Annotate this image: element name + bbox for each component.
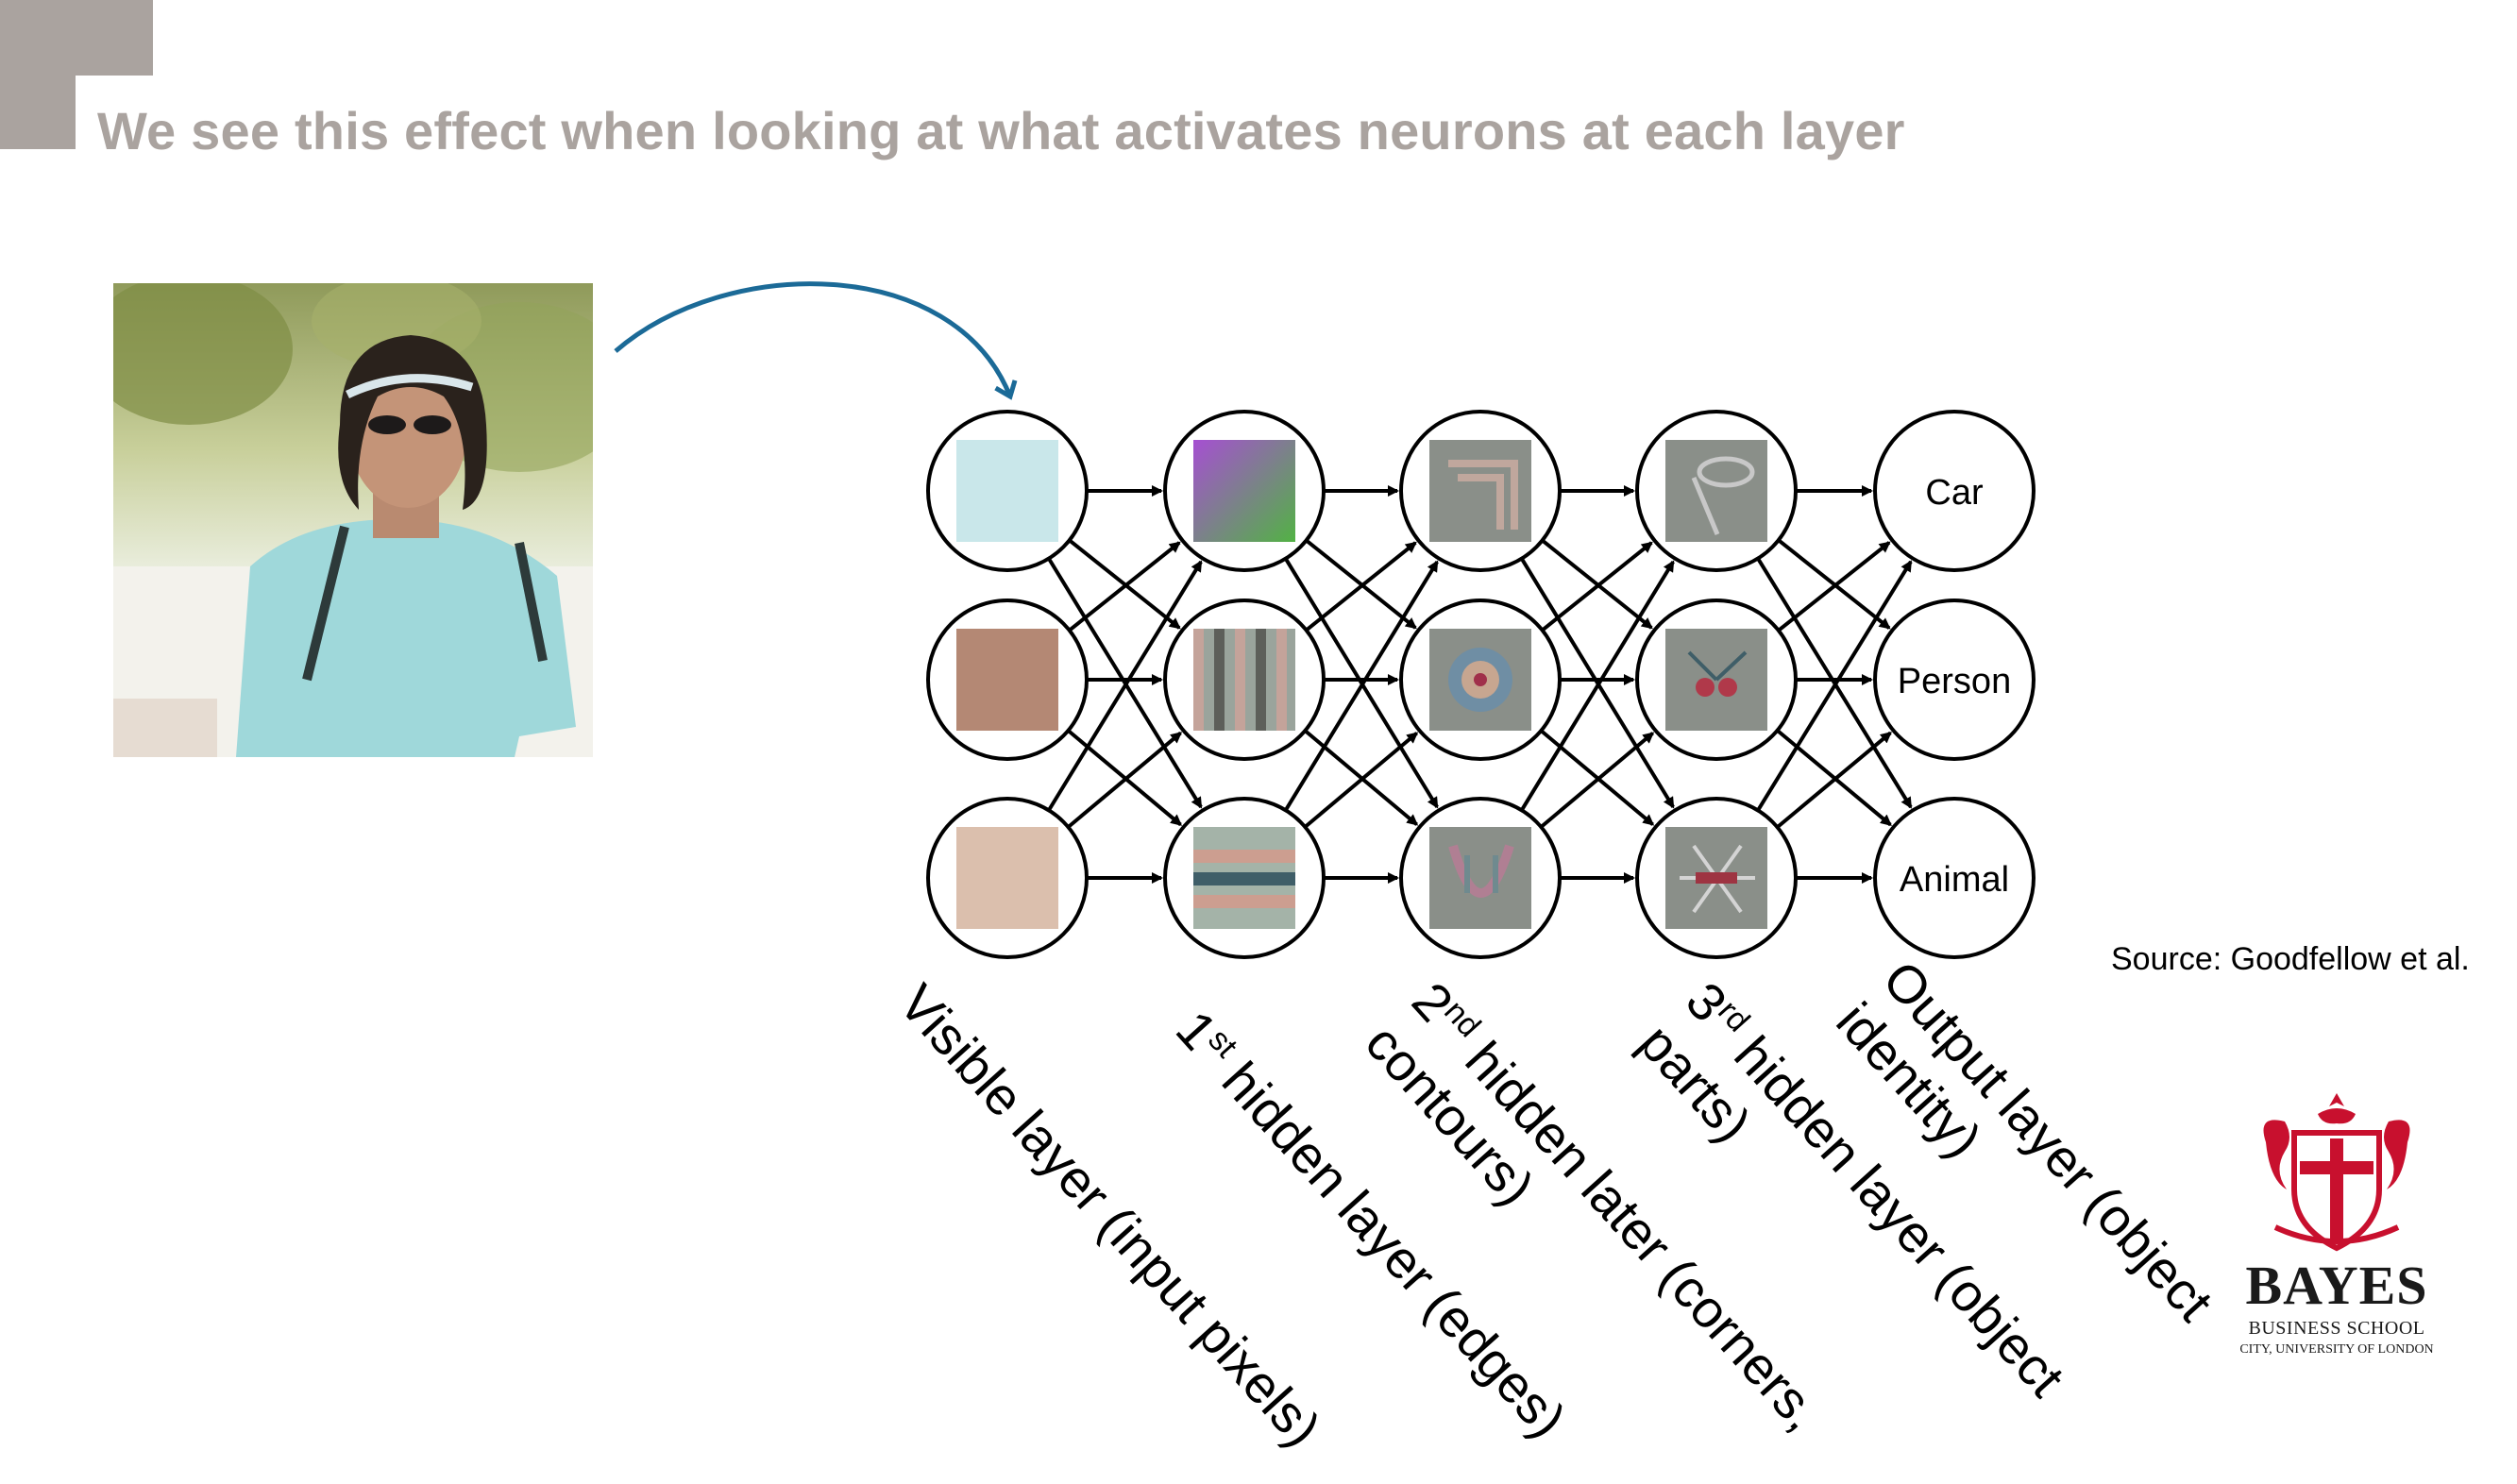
bayes-logo: BAYES BUSINESS SCHOOL CITY, UNIVERSITY O… [2228, 1086, 2445, 1369]
network-node [1163, 410, 1326, 572]
network-node [1635, 599, 1798, 761]
connection-arrow [1540, 732, 1655, 829]
network-node: Car [1873, 410, 2036, 572]
network-node [1399, 599, 1562, 761]
connection-arrow [1756, 560, 1913, 812]
feature-visualization [1665, 629, 1767, 731]
connection-arrow [1067, 731, 1183, 829]
network-node: Person [1873, 599, 2036, 761]
network-node [1163, 599, 1326, 761]
feature-visualization [1429, 629, 1531, 731]
network-node [926, 797, 1089, 959]
connection-arrow [1304, 732, 1419, 829]
network-node: Animal [1873, 797, 2036, 959]
input-pixel-swatch [956, 629, 1058, 731]
slide-title: We see this effect when looking at what … [97, 101, 1905, 160]
connection-arrow [1047, 560, 1203, 812]
input-pixel-swatch [956, 440, 1058, 542]
logo-name: BAYES [2245, 1255, 2428, 1316]
network-node [926, 410, 1089, 572]
connection-arrow [1284, 560, 1439, 812]
input-photo [113, 283, 593, 757]
network-node [926, 599, 1089, 761]
logo-sub: BUSINESS SCHOOL [2248, 1318, 2425, 1339]
network-node [1635, 410, 1798, 572]
network-node [1635, 797, 1798, 959]
feature-visualization [1429, 827, 1531, 929]
corner-decoration-top [0, 0, 153, 76]
input-pixel-swatch [956, 827, 1058, 929]
connection-arrow [1777, 541, 1891, 632]
output-label: Person [1898, 662, 2011, 701]
output-label: Car [1925, 473, 1984, 513]
crest-icon [2263, 1093, 2410, 1252]
source-citation: Source: Goodfellow et al. [2111, 941, 2470, 977]
feature-visualization [1665, 827, 1767, 929]
network-node [1399, 797, 1562, 959]
feature-visualization [1665, 440, 1767, 542]
connection-arrow [1541, 541, 1653, 632]
output-label: Animal [1900, 860, 2009, 900]
feature-visualization [1193, 440, 1295, 542]
feature-visualization [1193, 629, 1295, 731]
connection-arrow [1520, 560, 1675, 812]
logo-sub2: CITY, UNIVERSITY OF LONDON [2239, 1342, 2434, 1357]
connection-arrow [1305, 541, 1417, 632]
photo-to-input-arrow [614, 281, 1018, 400]
feature-visualization [1429, 440, 1531, 542]
network-node [1399, 410, 1562, 572]
connection-arrow [1776, 731, 1892, 829]
network-node [1163, 797, 1326, 959]
corner-decoration-left [0, 76, 76, 149]
feature-visualization [1193, 827, 1295, 929]
connection-arrow [1068, 541, 1181, 632]
